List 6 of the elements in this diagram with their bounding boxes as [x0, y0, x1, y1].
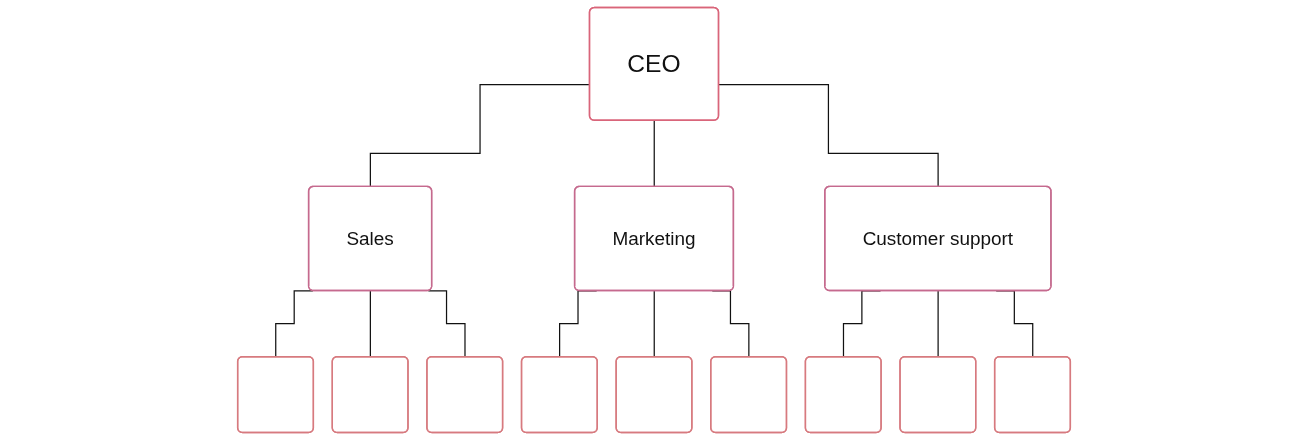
- connector: [427, 290, 466, 358]
- connector: [653, 120, 656, 188]
- connector: [653, 290, 656, 358]
- connector: [937, 290, 939, 358]
- connector: [718, 84, 939, 188]
- connector: [369, 290, 372, 358]
